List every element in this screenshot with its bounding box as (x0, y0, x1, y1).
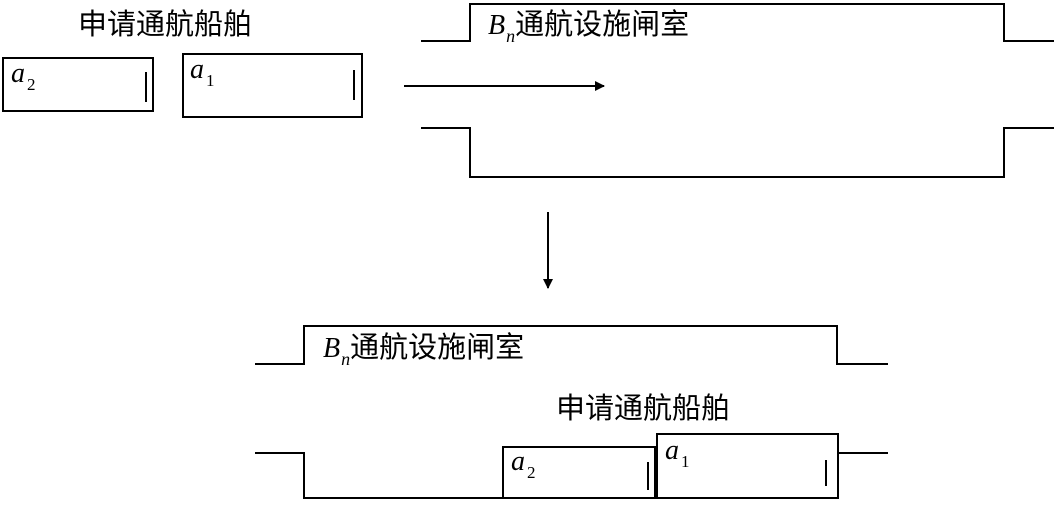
top-ships-label: 申请通航船舶 (78, 7, 252, 41)
bottom-chamber-upper-wall (255, 325, 888, 365)
top-chamber-label: Bn通航设施闸室 (488, 7, 689, 46)
bottom-chamber-label: Bn通航设施闸室 (323, 330, 524, 369)
top-lock-chamber: Bn通航设施闸室 (421, 3, 1054, 178)
top-chamber-lower-wall (421, 127, 1054, 178)
bottom-ships-label: 申请通航船舶 (556, 391, 730, 425)
top-chamber-upper-wall (421, 3, 1054, 42)
